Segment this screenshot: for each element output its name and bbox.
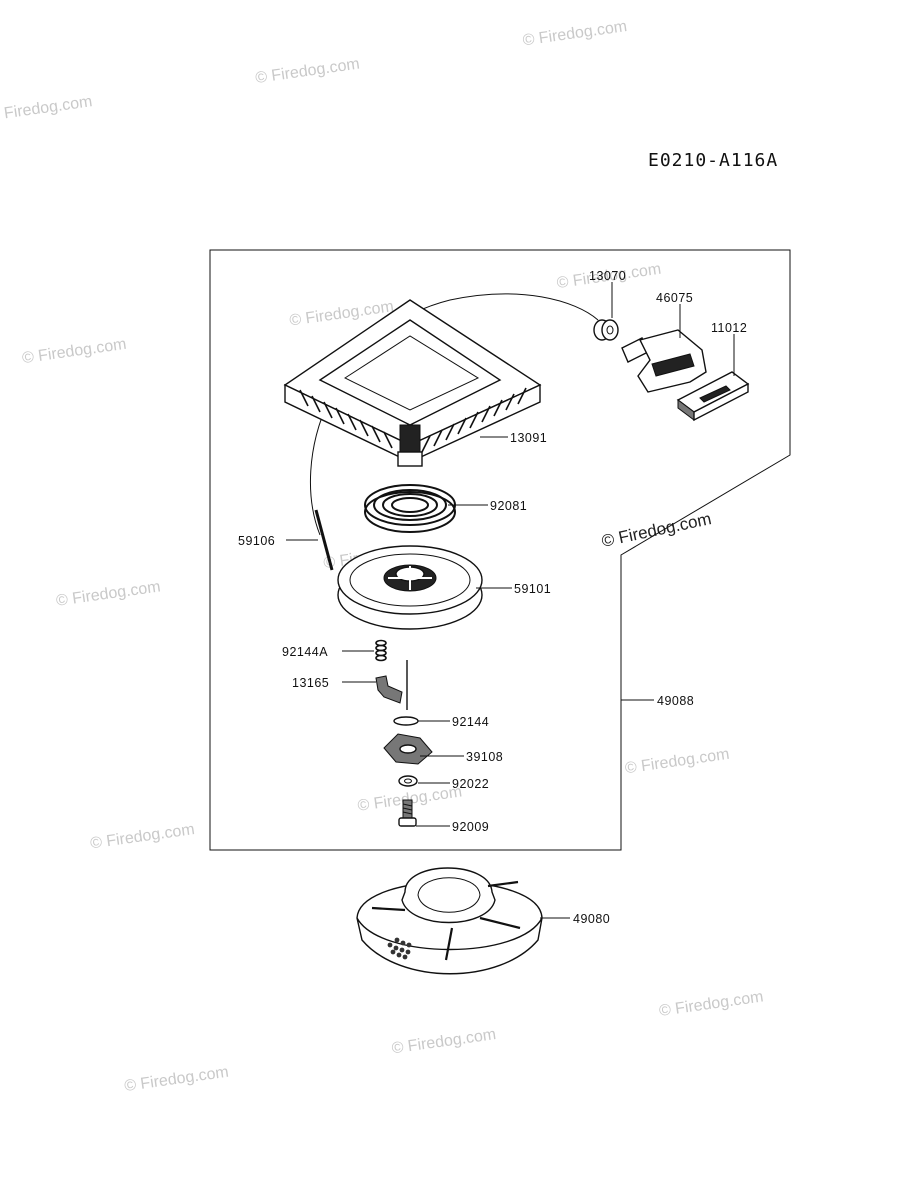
label-92022: 92022 [452, 777, 489, 791]
label-92009: 92009 [452, 820, 489, 834]
watermark: © Firedog.com [21, 336, 127, 367]
small-spring [375, 639, 387, 662]
starter-handle [621, 329, 707, 393]
label-13070: 13070 [589, 269, 626, 283]
washer-92022-hole [404, 778, 412, 784]
cover-plate [356, 867, 543, 975]
watermark: © Firedog.com [123, 1064, 229, 1095]
handle-grip [676, 371, 750, 422]
label-92081: 92081 [490, 499, 527, 513]
rope-guide [593, 319, 619, 341]
label-92144: 92144 [452, 715, 489, 729]
watermark-center: © Firedog.com [600, 509, 713, 551]
rope-end [314, 509, 334, 571]
watermark: © Firedog.com [89, 821, 195, 852]
starter-housing [283, 299, 542, 467]
label-39108: 39108 [466, 750, 503, 764]
label-49080: 49080 [573, 912, 610, 926]
watermark: © Firedog.com [0, 93, 93, 124]
assembly-frame [209, 249, 791, 851]
watermark: © Firedog.com [624, 746, 730, 777]
washer-92022 [398, 775, 418, 787]
leader-lines [286, 282, 735, 919]
pawl [375, 675, 403, 704]
label-46075: 46075 [656, 291, 693, 305]
label-13165: 13165 [292, 676, 329, 690]
label-59106: 59106 [238, 534, 275, 548]
watermark: © Firedog.com [55, 578, 161, 609]
watermark: © Firedog.com [522, 18, 628, 49]
diagram-code: E0210-A116A [648, 150, 779, 171]
watermark: © Firedog.com [391, 1026, 497, 1057]
reel-pulley [337, 545, 483, 630]
watermark: © Firedog.com [658, 988, 764, 1019]
screw [398, 799, 417, 827]
washer-92144 [393, 716, 419, 726]
watermark: © Firedog.com [254, 56, 360, 87]
spiral-spring [364, 484, 456, 533]
label-92144A: 92144A [282, 645, 328, 659]
label-11012: 11012 [711, 321, 747, 335]
label-59101: 59101 [514, 582, 551, 596]
ratchet [383, 733, 433, 765]
label-13091: 13091 [510, 431, 547, 445]
label-49088: 49088 [657, 694, 694, 708]
